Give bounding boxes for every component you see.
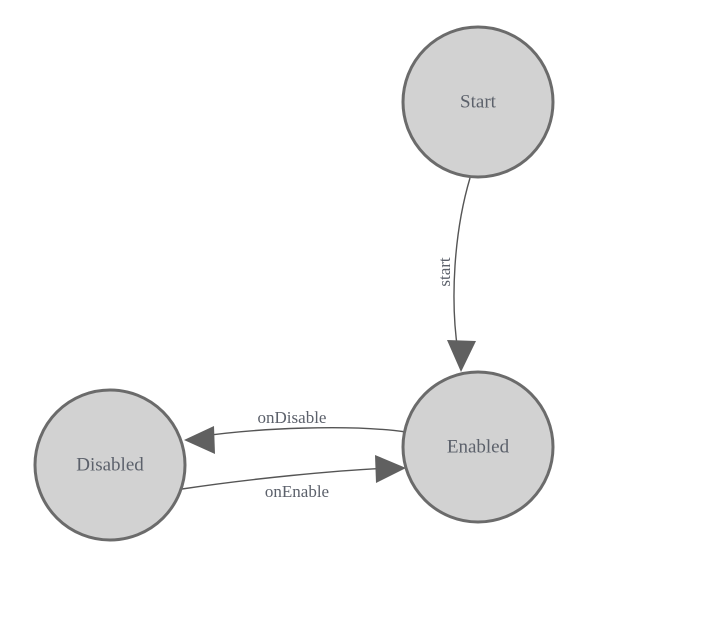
node-label-start: Start [460,91,497,112]
edge-enabled-to-disabled[interactable]: onDisable [184,408,407,454]
edge-start-to-enabled[interactable]: start [435,177,476,372]
edge-label-onenable: onEnable [265,482,329,501]
edge-path-disabled-to-enabled [181,467,393,490]
edge-label-ondisable: onDisable [258,408,327,427]
edge-path-start-to-enabled [453,177,471,353]
node-label-disabled: Disabled [76,454,144,475]
node-enabled[interactable]: Enabled [401,370,555,524]
node-disabled[interactable]: Disabled [33,388,187,542]
arrowhead-icon-disabled-to-enabled [375,455,406,483]
edge-label-start: start [435,257,454,287]
edge-disabled-to-enabled[interactable]: onEnable [181,455,406,501]
node-shape-enabled [401,370,555,524]
node-start[interactable]: Start [401,25,555,179]
edge-path-enabled-to-disabled [195,427,407,438]
arrowhead-icon-start-to-enabled [447,340,476,372]
node-shape-disabled [33,388,187,542]
node-shape-start [401,25,555,179]
node-label-enabled: Enabled [447,436,510,457]
arrowhead-icon-enabled-to-disabled [184,426,215,454]
